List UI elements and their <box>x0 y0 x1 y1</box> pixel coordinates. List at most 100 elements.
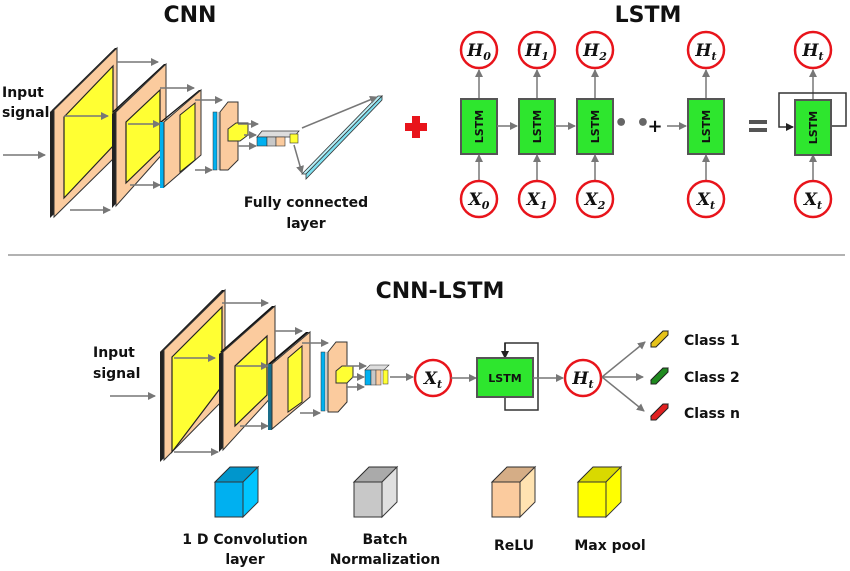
class-item: Class 1 <box>650 330 740 349</box>
cnn-arrows <box>64 58 378 214</box>
fc-label-line2: layer <box>286 216 325 232</box>
x-node-base: X <box>423 369 438 389</box>
cnn-lstm-h-node: Ht <box>563 358 603 398</box>
rolled-input-node: Xt <box>793 179 833 219</box>
cnn-lstm-title: CNN-LSTM <box>376 279 505 304</box>
input-node-2: X2 <box>575 179 615 219</box>
input-node-2-base: X <box>584 190 599 210</box>
rolled-hidden-node-base: H <box>801 41 819 61</box>
hidden-node-2: H2 <box>575 30 615 70</box>
input-node-2-sub: 2 <box>597 199 606 212</box>
svg-text:Xt: Xt <box>423 369 442 391</box>
cnn-small-block <box>256 130 300 147</box>
lstm-cell-1: LSTM <box>518 98 556 155</box>
x-node-sub: t <box>437 378 442 391</box>
cnn-feature-map-1 <box>50 46 118 219</box>
class-bar-icon <box>650 330 669 348</box>
lstm-cell-3-label: LSTM <box>700 110 713 143</box>
ellipsis-dots: • • <box>614 111 650 136</box>
fully-connected-layer <box>301 95 383 180</box>
cnn-lstm-section: Input signal <box>93 288 740 462</box>
input-node-1-base: X <box>526 190 541 210</box>
svg-text:H0: H0 <box>466 41 491 63</box>
legend-label-line1: Max pool <box>574 538 645 554</box>
h-node-base: H <box>571 369 589 389</box>
rolled-loop-arrow <box>778 92 847 131</box>
legend-cube-front <box>214 481 244 518</box>
hidden-node-1-sub: 1 <box>541 50 549 63</box>
class-list: Class 1 Class 2 Class n <box>650 330 740 422</box>
svg-text:Xt: Xt <box>803 190 822 212</box>
hidden-node-1-base: H <box>524 41 542 61</box>
rolled-hidden-node-sub: t <box>818 50 823 63</box>
cnn-lstm-input-label-line2: signal <box>93 366 140 382</box>
lstm-cell-1-label: LSTM <box>531 110 544 143</box>
class-item: Class n <box>650 403 740 422</box>
hidden-node-1: H1 <box>517 30 557 70</box>
legend-item: Max pool <box>574 465 646 554</box>
input-node-3-sub: t <box>710 199 715 212</box>
svg-text:H1: H1 <box>524 41 549 63</box>
lstm-cell-0-label: LSTM <box>473 110 486 143</box>
class-label: Class 1 <box>684 333 740 349</box>
svg-text:X0: X0 <box>468 190 490 212</box>
cnn-lstm-cell-label: LSTM <box>488 372 521 385</box>
legend-label-line1: ReLU <box>494 538 534 554</box>
class-n-arrow <box>601 376 645 412</box>
legend-cube-front <box>353 481 383 518</box>
hidden-node-0-sub: 0 <box>483 50 491 63</box>
rolled-lstm-cell: LSTM <box>794 99 832 156</box>
input-node-0-sub: 0 <box>482 199 490 212</box>
legend-label-line2: Normalization <box>330 552 441 568</box>
fc-label-line1: Fully connected <box>244 195 368 211</box>
lstm-cell-2: LSTM <box>576 98 614 155</box>
cnn-title: CNN <box>164 3 217 28</box>
input-node-1-sub: 1 <box>540 199 548 212</box>
rolled-lstm-cell-label: LSTM <box>807 111 820 144</box>
cnn-feature-map-3 <box>160 88 202 189</box>
lstm-cell-0: LSTM <box>460 98 498 155</box>
class-bar-icon <box>650 367 669 385</box>
svg-text:Xt: Xt <box>696 190 715 212</box>
cnn-lstm-cell: LSTM <box>476 342 539 411</box>
class-bar-icon <box>650 403 669 421</box>
legend: 1 D ConvolutionlayerBatchNormalizationRe… <box>182 465 646 568</box>
input-node-0-base: X <box>468 190 483 210</box>
hidden-node-3-sub: t <box>711 50 716 63</box>
cnn-lstm-x-node: Xt <box>413 358 453 398</box>
hidden-node-3-base: H <box>694 41 712 61</box>
lstm-cell-2-label: LSTM <box>589 110 602 143</box>
cnn-feature-map-2 <box>112 62 167 208</box>
cnn-feature-map-4 <box>212 101 249 171</box>
svg-text:Ht: Ht <box>694 41 716 63</box>
class-label: Class n <box>684 406 740 422</box>
class-1-arrow <box>601 341 646 378</box>
cnn-lstm-feature-map-3 <box>268 330 311 431</box>
input-node-0: X0 <box>459 179 499 219</box>
svg-text:Ht: Ht <box>571 369 593 391</box>
rolled-input-node-sub: t <box>817 199 822 212</box>
svg-text:Ht: Ht <box>801 41 823 63</box>
cnn-lstm-small-block <box>364 364 390 386</box>
hidden-node-0-base: H <box>466 41 484 61</box>
cnn-lstm-input-label-line1: Input <box>93 345 135 361</box>
cnn-lstm-feature-map-1 <box>160 288 226 462</box>
class-label: Class 2 <box>684 370 740 386</box>
input-node-1: X1 <box>517 179 557 219</box>
svg-text:H2: H2 <box>582 41 607 63</box>
cnn-lstm-arrows <box>174 299 414 456</box>
h-node-sub: t <box>588 378 593 391</box>
legend-label-line1: 1 D Convolution <box>182 532 308 548</box>
hidden-node-2-sub: 2 <box>598 50 607 63</box>
equals-icon <box>749 120 767 132</box>
lstm-title: LSTM <box>615 3 682 28</box>
cnn-input-label-line2: signal <box>2 105 49 121</box>
cnn-lstm-feature-map-4 <box>320 341 354 413</box>
hidden-node-3: Ht <box>686 30 726 70</box>
sequence-plus: + <box>647 116 662 137</box>
svg-text:X2: X2 <box>584 190 606 212</box>
svg-text:X1: X1 <box>526 190 548 212</box>
